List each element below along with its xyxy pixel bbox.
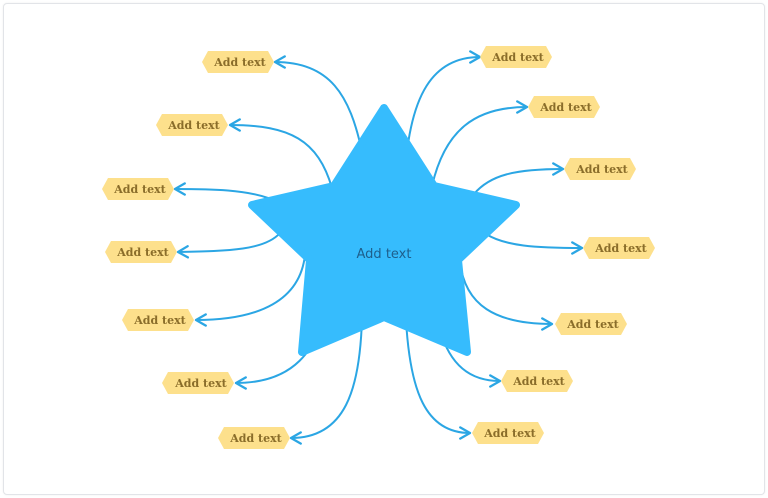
star-shape[interactable] — [248, 104, 520, 356]
node-label: Add text — [566, 318, 619, 331]
node-shape[interactable] — [480, 46, 552, 68]
node-left-5[interactable]: Add text — [122, 309, 194, 331]
node-right-5[interactable]: Add text — [555, 313, 627, 335]
node-label: Add text — [483, 427, 536, 440]
node-right-6[interactable]: Add text — [501, 370, 573, 392]
node-label: Add text — [539, 101, 592, 114]
connectors — [173, 50, 584, 445]
node-label: Add text — [167, 119, 220, 132]
node-left-6[interactable]: Add text — [162, 372, 234, 394]
node-label: Add text — [113, 183, 166, 196]
node-label: Add text — [229, 432, 282, 445]
node-label: Add text — [116, 246, 169, 259]
node-shape[interactable] — [555, 313, 627, 335]
connector-left-7 — [289, 317, 363, 445]
connector-left-4 — [176, 232, 281, 259]
node-right-4[interactable]: Add text — [583, 237, 655, 259]
node-shape[interactable] — [564, 158, 636, 180]
node-label: Add text — [594, 242, 647, 255]
node-left-4[interactable]: Add text — [105, 241, 177, 263]
connector-left-1 — [273, 55, 363, 153]
node-shape[interactable] — [501, 370, 573, 392]
node-left-1[interactable]: Add text — [202, 51, 274, 73]
central-star[interactable]: Add text — [248, 104, 520, 356]
node-label: Add text — [213, 56, 266, 69]
node-left-2[interactable]: Add text — [156, 114, 228, 136]
node-right-7[interactable]: Add text — [472, 422, 544, 444]
node-label: Add text — [575, 163, 628, 176]
connector-right-7 — [405, 319, 472, 440]
right-nodes: Add text Add text Add text Add text Add … — [472, 46, 655, 444]
node-label: Add text — [133, 314, 186, 327]
connector-right-4 — [485, 233, 584, 255]
connector-right-2 — [431, 100, 529, 187]
node-shape[interactable] — [583, 237, 655, 259]
node-shape[interactable] — [472, 422, 544, 444]
node-right-2[interactable]: Add text — [528, 96, 600, 118]
center-label: Add text — [357, 247, 412, 262]
connector-left-5 — [194, 254, 306, 327]
node-label: Add text — [174, 377, 227, 390]
node-shape[interactable] — [102, 178, 174, 200]
node-right-1[interactable]: Add text — [480, 46, 552, 68]
node-shape[interactable] — [162, 372, 234, 394]
node-label: Add text — [512, 375, 565, 388]
connector-right-1 — [405, 50, 482, 161]
node-shape[interactable] — [122, 309, 194, 331]
node-shape[interactable] — [105, 241, 177, 263]
node-left-3[interactable]: Add text — [102, 178, 174, 200]
connector-left-3 — [173, 182, 269, 199]
node-shape[interactable] — [156, 114, 228, 136]
left-nodes: Add text Add text Add text Add text Add … — [102, 51, 290, 449]
connector-left-2 — [228, 118, 333, 189]
connector-right-3 — [473, 162, 565, 195]
node-shape[interactable] — [202, 51, 274, 73]
node-shape[interactable] — [528, 96, 600, 118]
node-label: Add text — [491, 51, 544, 64]
node-right-3[interactable]: Add text — [564, 158, 636, 180]
connector-right-5 — [459, 261, 554, 331]
node-left-7[interactable]: Add text — [218, 427, 290, 449]
node-shape[interactable] — [218, 427, 290, 449]
